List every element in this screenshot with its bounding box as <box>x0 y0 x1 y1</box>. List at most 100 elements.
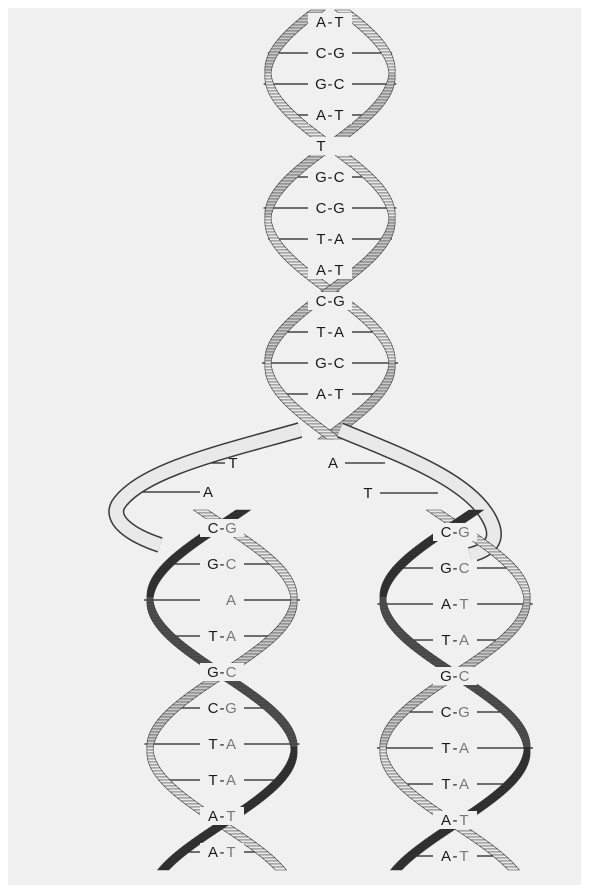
daughter-left-old-strand-segment <box>291 597 297 600</box>
parent-bond: - <box>328 324 333 341</box>
parent-bond: - <box>328 200 333 217</box>
fork-base: A <box>328 455 338 472</box>
parent-strand-a-segment <box>284 259 300 262</box>
daughter-left-old-strand-segment <box>287 609 296 612</box>
parent-strand-a-segment <box>371 40 385 43</box>
daughter-right-bond: - <box>453 560 458 577</box>
daughter-left-base-right: T <box>226 844 235 861</box>
parent-strand-b-segment <box>273 391 287 394</box>
daughter-right-new-strand-segment <box>381 612 391 615</box>
parent-base-left: C <box>316 45 327 62</box>
daughter-right-old-strand-segment <box>523 600 530 603</box>
parent-strand-b-segment <box>271 388 284 391</box>
daughter-left-old-strand-segment <box>279 621 291 624</box>
parent-strand-b-segment <box>270 385 282 388</box>
parent-strand-a-segment <box>361 403 377 406</box>
daughter-left-base-right: C <box>226 664 237 681</box>
parent-strand-b-segment <box>375 244 388 247</box>
daughter-left-new-strand-segment <box>290 750 297 753</box>
parent-strand-b-segment <box>386 208 394 211</box>
daughter-right-bond: - <box>453 632 458 649</box>
parent-base-right: T <box>334 262 343 279</box>
daughter-left-new-strand-segment <box>279 771 291 774</box>
daughter-right-old-strand-segment <box>389 777 403 780</box>
parent-strand-a-segment <box>372 331 386 334</box>
parent-strand-a-segment <box>386 61 395 64</box>
daughter-right-old-strand-segment <box>392 780 406 783</box>
parent-strand-a-segment <box>367 397 382 400</box>
parent-strand-b-segment <box>266 58 276 61</box>
daughter-left-old-strand-segment <box>272 567 286 570</box>
daughter-left-new-strand-segment <box>289 741 297 744</box>
daughter-right-new-strand-segment <box>522 756 530 759</box>
parent-strand-a-segment <box>371 103 385 106</box>
daughter-right-base-left: A <box>441 596 451 613</box>
parent-base-left: A <box>316 107 326 124</box>
parent-strand-a-segment <box>357 406 374 409</box>
daughter-right-new-strand-segment <box>380 588 389 591</box>
parent-strand-b-segment <box>385 229 394 232</box>
daughter-right-old-strand-segment <box>383 729 394 732</box>
parent-strand-b-segment <box>268 52 279 55</box>
daughter-right-old-strand-segment <box>385 771 397 774</box>
daughter-right-new-strand-segment <box>391 567 405 570</box>
parent-strand-b-segment <box>380 238 392 241</box>
daughter-left-old-strand-segment <box>282 618 294 621</box>
parent-strand-b-segment <box>282 112 298 115</box>
daughter-right-new-strand-segment <box>515 768 527 771</box>
parent-base-left: G <box>315 76 327 93</box>
daughter-right-new-strand-segment <box>380 597 386 600</box>
parent-strand-a-segment <box>358 28 375 31</box>
daughter-left-old-strand-segment <box>148 759 157 762</box>
parent-strand-b-segment <box>272 334 285 337</box>
parent-strand-b-segment <box>385 205 394 208</box>
parent-strand-b-segment <box>266 376 276 379</box>
parent-base-left: C <box>316 293 327 310</box>
daughter-left-bond: - <box>220 664 225 681</box>
daughter-left-new-strand-segment <box>271 780 285 783</box>
daughter-right-bond: - <box>453 848 458 865</box>
parent-strand-b-segment <box>280 109 295 112</box>
daughter-right-old-strand-segment <box>522 606 530 609</box>
daughter-right-new-strand-segment <box>519 735 529 738</box>
daughter-right-base-right: G <box>458 524 470 541</box>
daughter-left-base-left: A <box>208 808 218 825</box>
daughter-right-bond: - <box>453 524 458 541</box>
daughter-left-bond: - <box>220 772 225 789</box>
parent-strand-a-segment <box>373 43 387 46</box>
daughter-left-new-strand-segment <box>158 867 172 870</box>
parent-strand-a-segment <box>272 244 285 247</box>
daughter-left-new-strand-segment <box>147 603 154 606</box>
daughter-right-base-right: T <box>459 596 468 613</box>
parent-bond: - <box>328 107 333 124</box>
daughter-left-new-strand-segment <box>152 576 164 579</box>
parent-bond: - <box>328 76 333 93</box>
daughter-left-new-strand-segment <box>149 582 159 585</box>
parent-strand-b-segment <box>283 31 299 34</box>
daughter-left-base-right: A <box>226 592 236 609</box>
daughter-right-old-strand-segment <box>380 747 386 750</box>
daughter-right-new-strand-segment <box>519 762 529 765</box>
daughter-left-base-left: A <box>208 844 218 861</box>
parent-base-right: C <box>334 169 345 186</box>
parent-strand-a-segment <box>381 52 392 55</box>
daughter-left-new-strand-segment <box>149 615 160 618</box>
daughter-right-base-right: C <box>459 668 470 685</box>
parent-strand-b-segment <box>275 40 289 43</box>
daughter-right-bond: - <box>453 776 458 793</box>
daughter-right-new-strand-segment <box>381 609 390 612</box>
daughter-left-new-strand-segment <box>286 762 296 765</box>
daughter-right-old-strand-segment <box>381 735 391 738</box>
daughter-right-base-left: G <box>440 560 452 577</box>
daughter-right-old-strand-segment <box>523 594 530 597</box>
parent-strand-b-segment <box>382 199 393 202</box>
parent-strand-b-segment <box>273 100 286 103</box>
parent-strand-a-segment <box>387 64 395 67</box>
daughter-left-new-strand-segment <box>277 774 290 777</box>
parent-strand-b-segment <box>278 397 293 400</box>
parent-bond: - <box>328 293 333 310</box>
daughter-left-new-strand-segment <box>285 732 295 735</box>
daughter-right-old-strand-segment <box>380 741 388 744</box>
daughter-left-old-strand-segment <box>290 600 297 603</box>
fork-base: T <box>363 485 372 502</box>
